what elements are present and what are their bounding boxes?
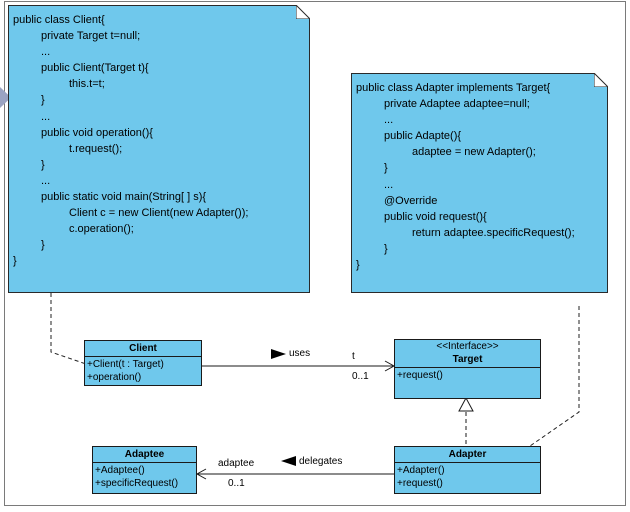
- adapter-note-line: adaptee = new Adapter();: [412, 146, 536, 159]
- adapter-note-anchor: [529, 306, 580, 447]
- client-note-line: public Client(Target t){: [41, 62, 149, 75]
- client-note-line: private Target t=null;: [41, 30, 141, 43]
- client-note-line: public class Client{: [13, 14, 105, 26]
- adapter-class[interactable]: Adapter +Adapter() +request(): [394, 446, 541, 494]
- adapter-note-line: public class Adapter implements Target{: [356, 82, 551, 94]
- uses-role-label: t: [352, 351, 355, 362]
- client-note-line: public static void main(String[ ] s){: [41, 191, 207, 204]
- client-class-name: Client: [85, 341, 201, 357]
- target-interface-operations: +request(): [395, 368, 540, 383]
- client-note-line: this.t=t;: [69, 78, 105, 91]
- realization-triangle: [458, 396, 474, 412]
- target-op-request: +request(): [397, 370, 443, 381]
- adapter-note-fold-icon: [594, 73, 608, 87]
- adaptee-op-constructor: +Adaptee(): [95, 465, 145, 476]
- adapter-note-line: ...: [384, 178, 394, 191]
- uses-multiplicity-label: 0..1: [352, 371, 369, 382]
- target-stereotype: <<Interface>>: [436, 341, 499, 352]
- uses-direction-marker: [271, 349, 286, 359]
- target-interface-header: <<Interface>> Target: [395, 340, 540, 368]
- adapter-note-line: public Adapte(){: [384, 130, 462, 143]
- delegates-direction-marker: [281, 456, 296, 466]
- target-interface-name: Target: [452, 354, 483, 365]
- delegates-multiplicity-label: 0..1: [228, 478, 245, 489]
- adaptee-class-operations: +Adaptee() +specificRequest(): [93, 463, 196, 491]
- client-note-anchor: [50, 293, 87, 365]
- delegates-role-label: adaptee: [218, 458, 255, 469]
- delegates-arrowhead: [195, 468, 207, 480]
- client-op-operation: +operation(): [87, 372, 142, 383]
- adapter-class-operations: +Adapter() +request(): [395, 463, 540, 491]
- client-note-fold-icon: [296, 5, 310, 19]
- adapter-note-line: return adaptee.specificRequest();: [412, 226, 575, 239]
- adapter-code-note[interactable]: public class Adapter implements Target{ p…: [351, 73, 608, 293]
- delegates-label: delegates: [299, 456, 343, 467]
- adapter-note-line: }: [384, 242, 388, 255]
- client-op-constructor: +Client(t : Target): [87, 359, 164, 370]
- client-note-line: c.operation();: [69, 223, 134, 236]
- client-note-line: }: [13, 255, 17, 268]
- client-note-line: public void operation(){: [41, 126, 153, 139]
- client-note-line: ...: [41, 46, 51, 59]
- client-class[interactable]: Client +Client(t : Target) +operation(): [84, 340, 202, 386]
- client-note-line: ...: [41, 174, 51, 187]
- uses-label: uses: [289, 348, 311, 359]
- adapter-note-line: }: [384, 162, 388, 175]
- adapter-note-line: public void request(){: [384, 210, 487, 223]
- client-note-line: t.request();: [69, 142, 123, 155]
- adapter-op-request: +request(): [397, 478, 443, 489]
- client-note-line: }: [41, 158, 45, 171]
- client-note-line: Client c = new Client(new Adapter());: [69, 207, 249, 220]
- client-note-line: ...: [41, 110, 51, 123]
- adapter-note-line: @Override: [384, 194, 438, 207]
- adapter-op-constructor: +Adapter(): [397, 465, 445, 476]
- client-class-operations: +Client(t : Target) +operation(): [85, 357, 201, 385]
- adapter-note-line: ...: [384, 114, 394, 127]
- client-note-line: }: [41, 94, 45, 107]
- side-marker-icon: [0, 87, 11, 108]
- adapter-note-line: }: [356, 259, 360, 272]
- adaptee-class[interactable]: Adaptee +Adaptee() +specificRequest(): [92, 446, 197, 494]
- client-code-note[interactable]: public class Client{ private Target t=nul…: [8, 5, 310, 293]
- adaptee-op-specific-request: +specificRequest(): [95, 478, 179, 489]
- client-note-line: }: [41, 239, 45, 252]
- adaptee-class-name: Adaptee: [93, 447, 196, 463]
- adapter-class-name: Adapter: [395, 447, 540, 463]
- target-interface[interactable]: <<Interface>> Target +request(): [394, 339, 541, 399]
- adapter-note-line: private Adaptee adaptee=null;: [384, 98, 530, 111]
